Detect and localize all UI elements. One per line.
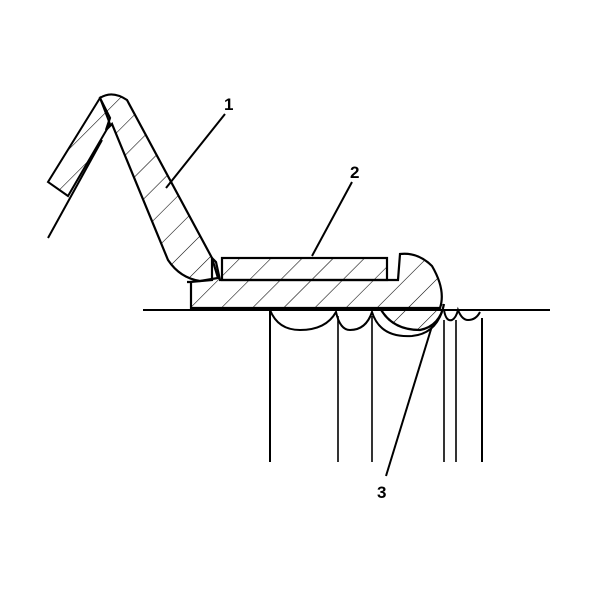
- leader-line-1: [165, 113, 226, 189]
- seal-lip-part-1: [46, 93, 220, 283]
- callout-3: 3: [377, 483, 386, 502]
- surface-and-shaft: [143, 306, 550, 462]
- retainer-plate-part-2: [220, 256, 389, 282]
- leader-line-3: [385, 325, 433, 477]
- leader-line-2: [311, 181, 353, 257]
- leader-lines: [165, 113, 433, 477]
- callout-1: 1: [224, 95, 233, 114]
- callout-2: 2: [350, 163, 359, 182]
